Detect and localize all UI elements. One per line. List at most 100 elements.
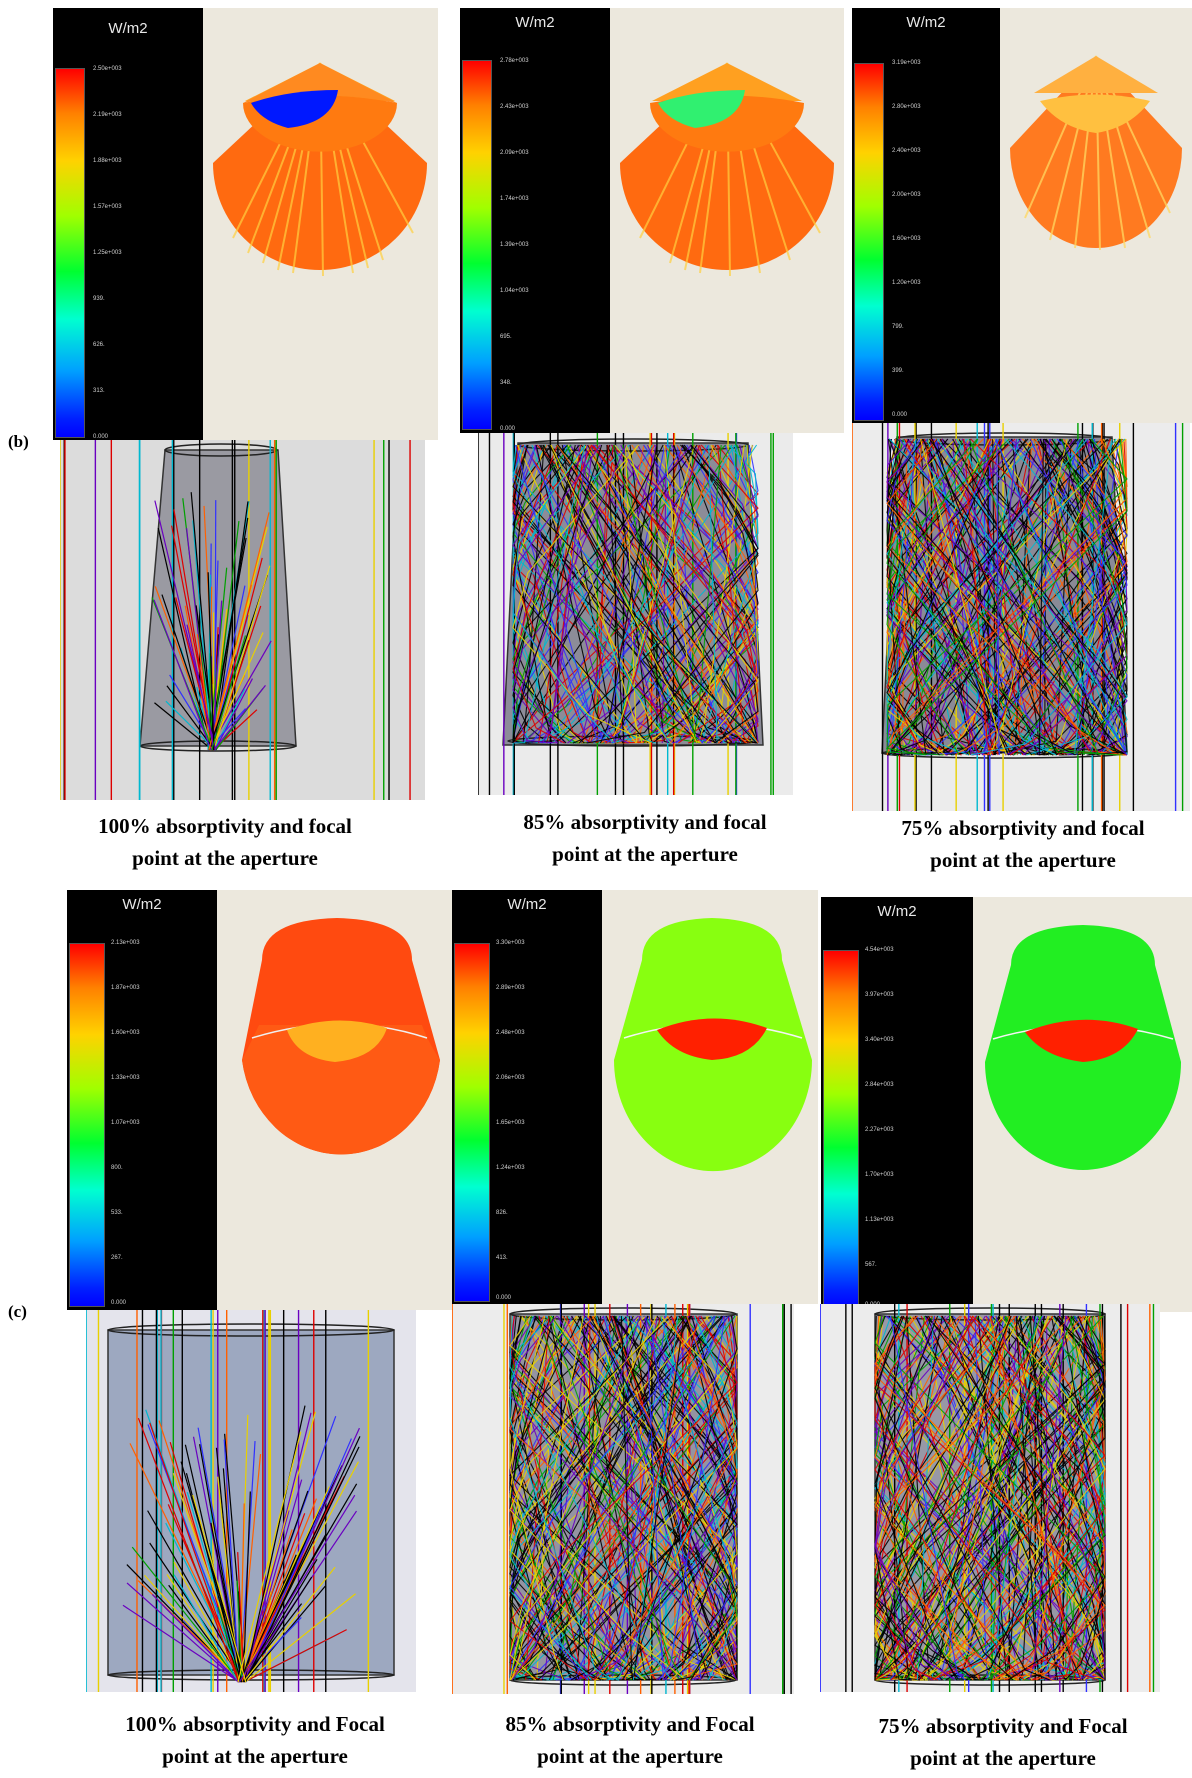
legend-colorbar [823,950,859,1309]
reflected-ray [211,521,240,751]
reflected-ray [886,438,1007,756]
cone-receiver-image [620,62,834,277]
reflected-ray [595,444,759,744]
reflected-ray [886,438,1128,756]
reflected-ray [605,444,700,744]
reflected-ray [512,444,627,744]
reflected-ray [512,444,692,744]
reflected-ray [1076,438,1120,756]
reflected-ray [586,444,759,744]
reflected-ray [692,444,722,744]
reflected-ray [239,1411,317,1683]
reflected-ray [512,444,759,744]
legend-tick: 0.000 [892,412,908,418]
reflected-ray [223,1439,240,1683]
reflected-ray [632,1315,679,1681]
reflected-ray [956,438,1128,756]
reflected-ray [886,438,1128,756]
legend-tick: 2.84e+003 [865,1082,894,1088]
reflected-ray [566,444,701,744]
reflected-ray [637,444,759,744]
reflected-ray [512,444,652,744]
reflected-ray [989,1315,1082,1681]
reflected-ray [960,1315,1106,1681]
caption-line: 85% absorptivity and focal [523,810,767,834]
reflected-ray [579,1315,651,1681]
reflected-ray [207,572,215,751]
reflected-ray [886,438,991,756]
caption-c2: 85% absorptivity and Focal point at the … [465,1708,795,1772]
reflected-ray [214,500,217,751]
legend-tick: 1.57e+003 [93,204,122,210]
reflected-ray [906,1315,934,1681]
legend-tick: 313. [93,388,105,394]
contour-panel-b3: W/m2 3.19e+003 2.80e+003 2.40e+003 2.00e… [852,8,1192,423]
reflected-ray [245,1438,352,1683]
legend-unit: W/m2 [122,896,162,913]
reflected-ray [549,444,716,744]
reflected-ray [243,1576,313,1683]
reflected-ray [918,1315,1106,1681]
reflected-ray [1069,1315,1106,1681]
reflected-ray [173,1574,240,1683]
reflected-ray [905,1315,1075,1681]
legend-tick: 348. [500,380,512,386]
reflected-ray [217,1606,242,1683]
ray-trace-b3 [852,423,1190,811]
legend-colorbar [55,68,85,438]
legend-unit: W/m2 [507,896,547,913]
reflected-ray [621,1315,738,1681]
reflected-ray [886,438,1126,756]
reflected-ray [874,1315,1025,1681]
reflected-ray [874,1315,1085,1681]
legend-tick: 2.19e+003 [93,112,122,118]
reflected-ray [964,1315,1106,1681]
reflected-ray [244,1593,356,1683]
legend-colorbar [454,943,490,1302]
reflected-ray [885,1315,1106,1681]
reflected-ray [626,1315,738,1681]
reflected-ray [631,444,759,744]
reflected-ray [512,444,671,744]
reflected-ray [613,1315,738,1681]
reflected-ray [509,1315,642,1681]
ray-trace-c2 [452,1304,794,1694]
reflected-ray [548,1315,683,1681]
reflected-ray [908,438,1033,756]
reflected-ray [620,444,759,744]
reflected-ray [886,438,979,756]
reflected-ray [522,444,746,744]
legend-tick: 1.20e+003 [892,280,921,286]
reflected-ray [242,1529,293,1683]
caption-line: 85% absorptivity and Focal [505,1712,755,1736]
reflected-ray [1028,1315,1067,1681]
reflected-ray [1042,1315,1106,1681]
reflected-ray [933,1315,1106,1681]
reflected-ray [541,444,588,744]
legend-tick: 2.89e+003 [496,985,525,991]
reflected-ray [712,444,753,744]
reflected-ray [594,1315,716,1681]
reflected-ray [593,1315,700,1681]
reflected-ray [557,444,759,744]
reflected-ray [663,1315,738,1681]
contour-panel-c3: W/m2 4.54e+003 3.97e+003 3.40e+003 2.84e… [821,897,1192,1312]
legend-tick: 826. [496,1210,508,1216]
reflected-ray [874,1315,1012,1681]
reflected-ray [517,444,671,744]
reflected-ray [587,1315,591,1681]
reflected-ray [926,438,1128,756]
reflected-ray [1029,438,1128,756]
reflected-ray [542,444,758,744]
reflected-ray [509,1315,642,1681]
reflected-ray [874,1315,1106,1681]
reflected-ray [583,444,746,744]
reflected-ray [922,438,1128,756]
reflected-ray [968,438,1100,756]
reflected-ray [652,444,759,744]
legend-tick: 2.43e+003 [500,104,529,110]
receiver-view [217,890,455,1310]
reflected-ray [509,1315,564,1681]
color-legend: W/m2 2.50e+003 2.19e+003 1.88e+003 1.57e… [53,8,203,440]
reflected-ray [591,1315,738,1681]
